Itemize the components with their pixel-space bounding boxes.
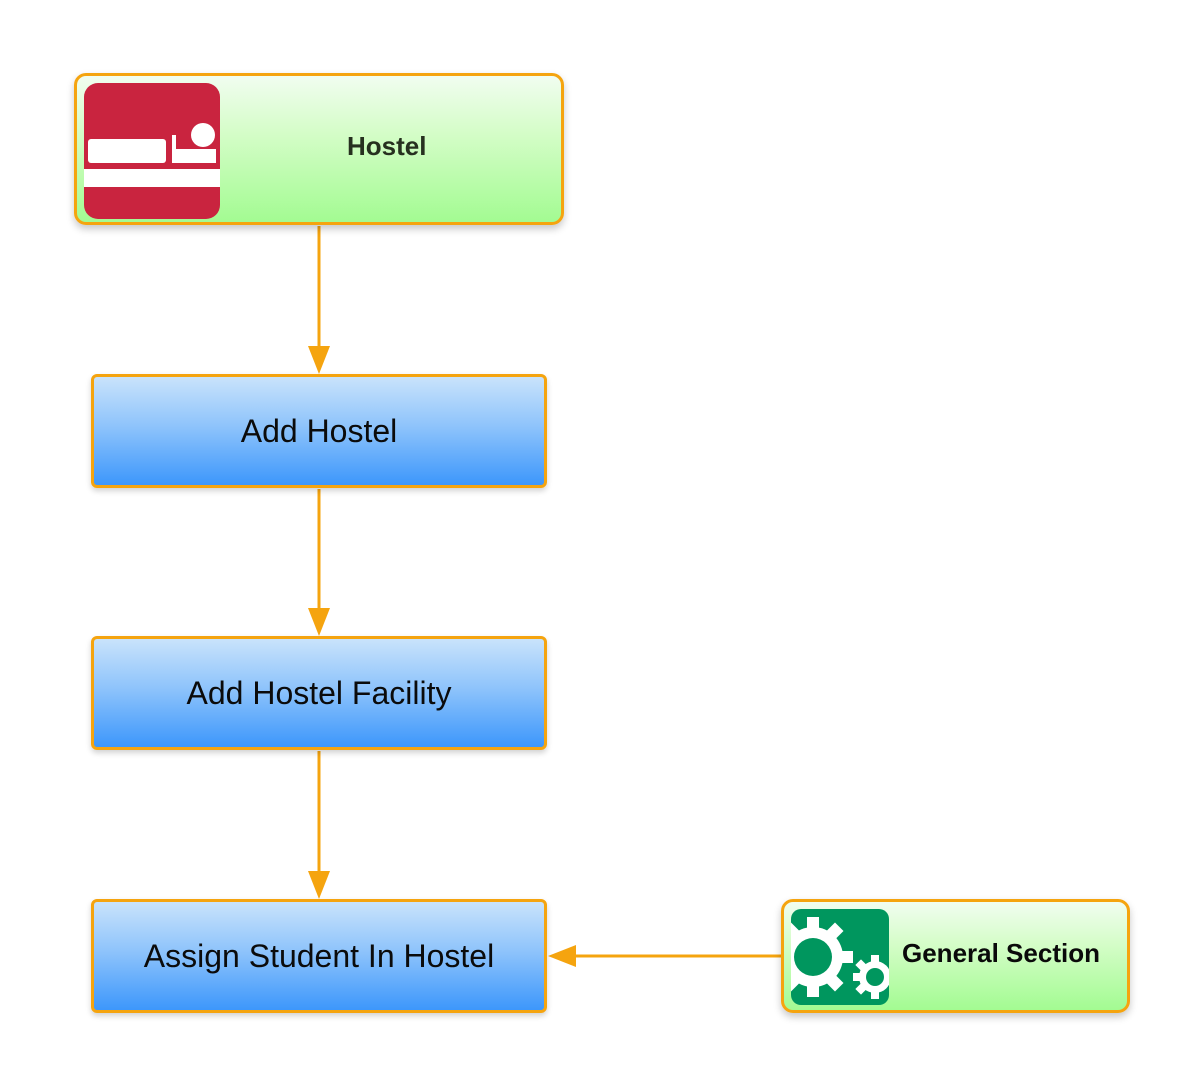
arrowhead xyxy=(548,945,576,967)
node-assign-student-label: Assign Student In Hostel xyxy=(143,937,495,974)
node-hostel[interactable]: Hostel xyxy=(74,73,564,225)
node-add-hostel-facility-label: Add Hostel Facility xyxy=(186,674,452,711)
gears-icon xyxy=(791,909,889,1005)
node-add-hostel-facility[interactable]: Add Hostel Facility xyxy=(91,636,547,750)
arrowhead xyxy=(308,346,330,374)
node-add-hostel[interactable]: Add Hostel xyxy=(91,374,547,488)
arrowhead xyxy=(308,871,330,899)
node-general-section-label: General Section xyxy=(902,938,1100,968)
node-hostel-label: Hostel xyxy=(347,131,427,161)
edge-add-hostel-to-add-facility xyxy=(308,489,330,636)
node-general-section[interactable]: General Section xyxy=(781,899,1130,1013)
node-add-hostel-label: Add Hostel xyxy=(240,412,398,449)
edge-general-to-assign xyxy=(548,945,781,967)
node-assign-student-in-hostel[interactable]: Assign Student In Hostel xyxy=(91,899,547,1013)
edge-hostel-to-add-hostel xyxy=(308,226,330,374)
arrowhead xyxy=(308,608,330,636)
bed-icon xyxy=(84,83,220,219)
edge-add-facility-to-assign xyxy=(308,751,330,899)
